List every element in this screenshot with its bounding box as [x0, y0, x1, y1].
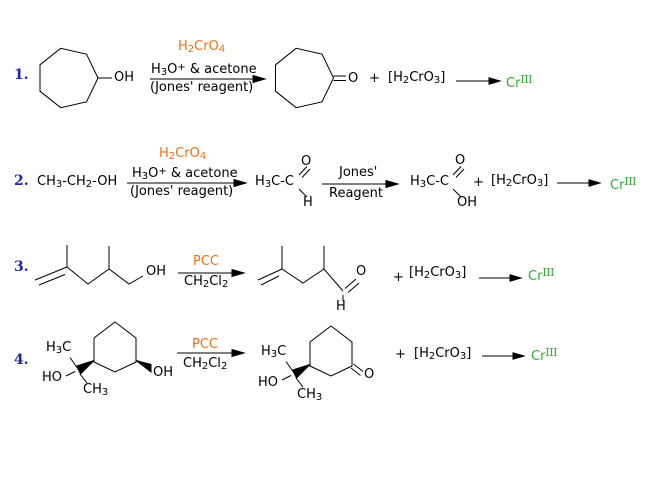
byproduct-label: [H2CrO3]	[388, 70, 446, 87]
jones-arrow-top-label: Jones'	[339, 165, 378, 180]
byproduct-label: [H2CrO3]	[409, 265, 467, 282]
chromium-product-label: CrIII	[506, 73, 532, 91]
carbonyl-oxygen-label: O	[364, 367, 375, 382]
plus-sign: +	[369, 71, 380, 86]
solvent-label: CH2Cl2	[183, 356, 228, 373]
cycloheptanol-structure	[39, 47, 112, 109]
plus-sign: +	[473, 175, 484, 190]
condition-label: H3O+ & acetone	[132, 166, 238, 182]
chromium-product-label: CrIII	[528, 266, 554, 284]
hydroxy-ketone-structure	[281, 325, 364, 388]
pcc-label: PCC	[193, 254, 219, 269]
carbonyl-oxygen-label: O	[356, 264, 367, 279]
carbonyl-oxygen-label: O	[348, 71, 359, 86]
chromium-product-label: CrIII	[531, 346, 557, 364]
pcc-label: PCC	[192, 337, 218, 352]
pentenal-structure	[257, 246, 360, 301]
plain-arrow-1	[456, 77, 502, 85]
reaction-number: 3.	[14, 259, 29, 275]
plus-sign: +	[393, 270, 404, 285]
hydroxyl-label: HO	[42, 370, 63, 385]
chromium-product-label: CrIII	[610, 175, 636, 193]
reagent-note-label: (Jones' reagent)	[130, 184, 234, 199]
acid-hydroxyl-label: OH	[457, 195, 478, 210]
plus-sign: +	[395, 347, 406, 362]
carbonyl-oxygen-label: O	[455, 153, 466, 168]
acetic-acid-formula: H3C-C	[410, 174, 450, 191]
solvent-label: CH2Cl2	[184, 274, 229, 291]
methyl-label: H3C	[261, 344, 287, 361]
reagent-note-label: (Jones' reagent)	[150, 80, 254, 95]
aldehyde-hydrogen-label: H	[336, 299, 346, 314]
byproduct-label: [H2CrO3]	[491, 173, 549, 190]
hydroxyl-label: OH	[153, 365, 174, 380]
hydroxyl-label: OH	[146, 264, 167, 279]
ethanol-formula: CH3-CH2-OH	[37, 174, 118, 191]
diol-structure	[65, 321, 152, 384]
methyl-label: CH3	[83, 382, 109, 399]
reaction-number: 1.	[14, 67, 29, 83]
carbonyl-oxygen-label: O	[301, 154, 312, 169]
reaction-number: 2.	[14, 173, 29, 189]
acetaldehyde-formula: H3C-C	[255, 174, 295, 191]
hydroxyl-label: HO	[258, 375, 279, 390]
plain-arrow-4	[482, 352, 526, 360]
methyl-label: H3C	[46, 340, 72, 357]
pentenol-structure	[34, 245, 144, 286]
methyl-label: CH3	[297, 387, 323, 404]
hydroxyl-label: OH	[114, 70, 135, 85]
acetaldehyde-bonds	[298, 166, 311, 198]
aldehyde-hydrogen-label: H	[303, 195, 313, 210]
reaction-number: 4.	[14, 352, 29, 368]
oxidant-label: H2CrO4	[178, 39, 226, 56]
condition-label: H3O+ & acetone	[151, 62, 257, 78]
jones-arrow	[322, 179, 400, 189]
byproduct-label: [H2CrO3]	[414, 346, 472, 363]
reaction-arrow-2	[127, 178, 248, 188]
oxidant-label: H2CrO4	[159, 146, 207, 163]
cycloheptanone-structure	[275, 47, 346, 109]
jones-arrow-bottom-label: Reagent	[329, 186, 383, 201]
reaction-arrow-3	[178, 268, 246, 278]
plain-arrow-3	[479, 274, 523, 282]
reaction-arrow-1	[150, 74, 267, 84]
plain-arrow-2	[557, 179, 602, 187]
reaction-arrow-4	[177, 348, 246, 358]
acetic-acid-bonds	[452, 166, 465, 198]
